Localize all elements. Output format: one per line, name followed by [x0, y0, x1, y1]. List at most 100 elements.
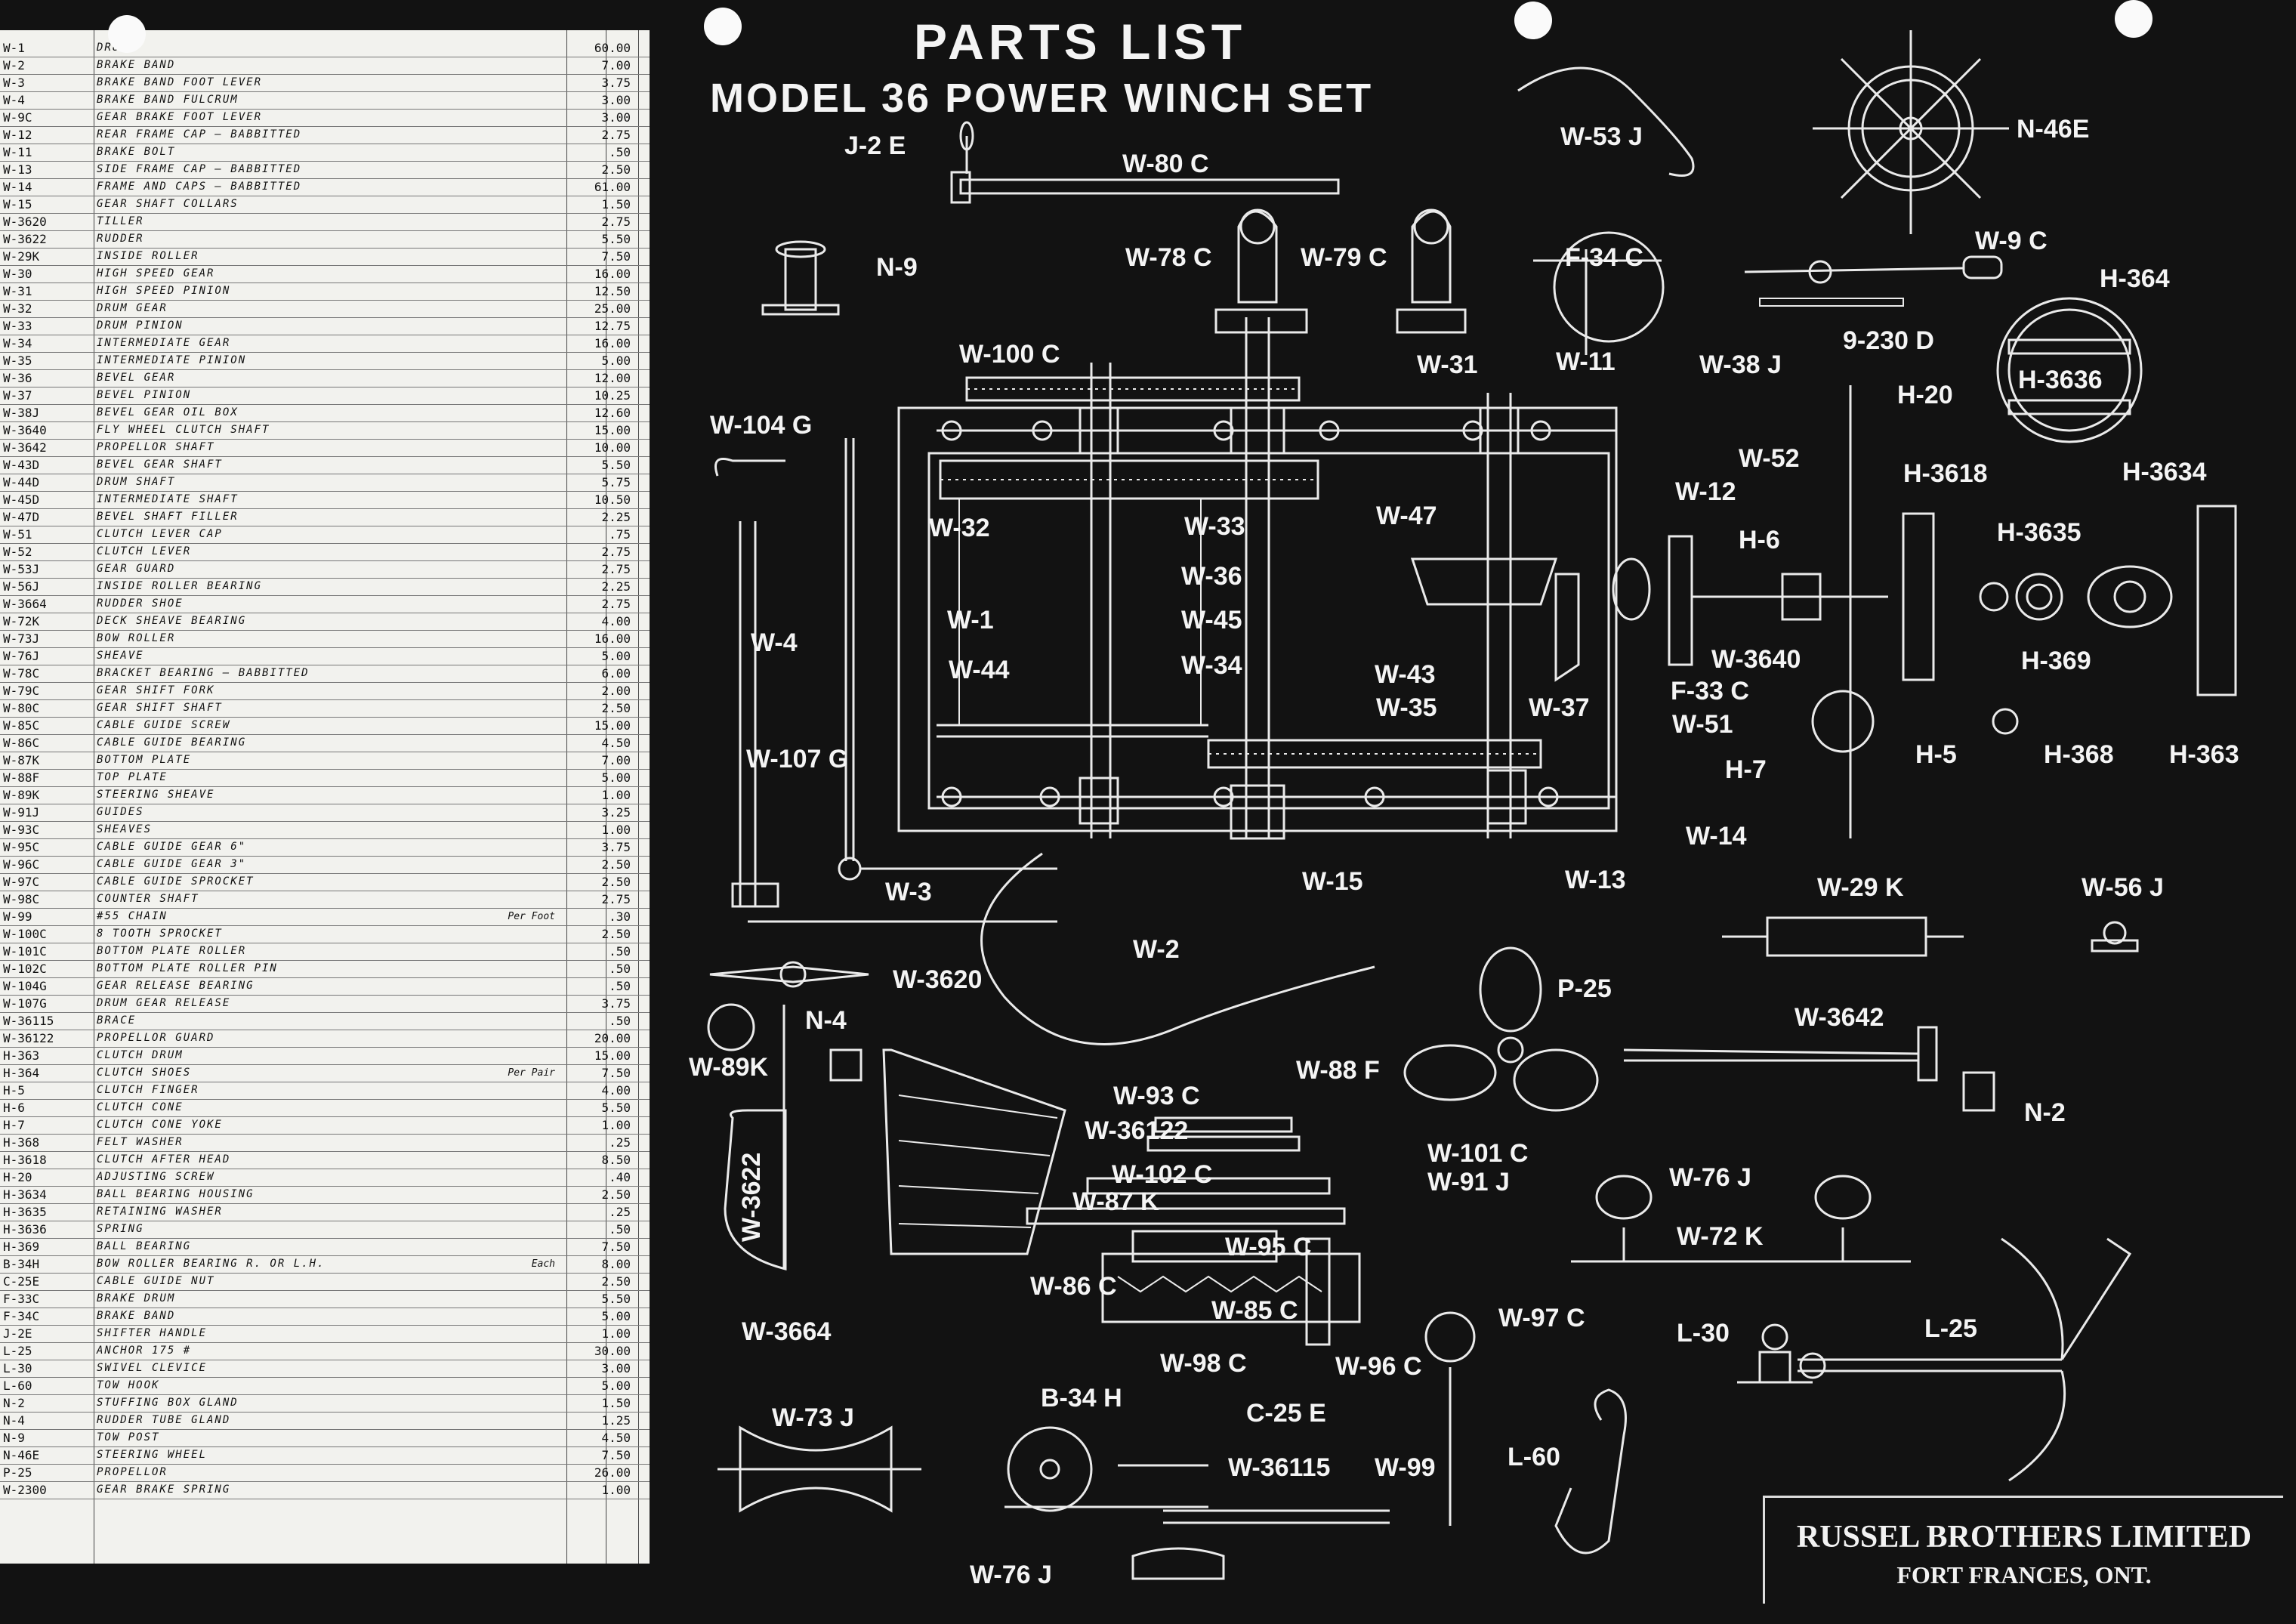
part-price: .30	[609, 909, 631, 924]
part-number: H-3636	[3, 1222, 47, 1237]
label-w-32: W-32	[929, 514, 990, 542]
exploded-diagram: PARTS LIST MODEL 36 POWER WINCH SET	[650, 0, 2296, 1624]
parts-list-row: W-85CCable Guide Screw15.00	[0, 717, 650, 735]
swivel-clevice-drawing	[1737, 1323, 1813, 1384]
label-w-99: W-99	[1375, 1453, 1436, 1482]
part-description: Gear Brake Foot Lever	[97, 111, 263, 123]
anchor-drawing	[1798, 1237, 2132, 1482]
parts-list-row: H-5Clutch Finger4.00	[0, 1082, 650, 1100]
parts-list-row: W-79CGear Shift Fork2.00	[0, 682, 650, 700]
part-price: 1.50	[601, 1396, 631, 1410]
clutch-assembly-drawing	[1612, 385, 2237, 838]
label-w-44: W-44	[949, 656, 1010, 684]
part-description: Drum	[97, 42, 128, 54]
label-h-5: H-5	[1915, 740, 1957, 769]
part-number: W-98C	[3, 892, 40, 906]
part-number: W-86C	[3, 736, 40, 750]
label-w-15: W-15	[1302, 867, 1363, 896]
label-w-56j: W-56 J	[2082, 873, 2164, 902]
part-number: H-7	[3, 1118, 25, 1132]
bow-roller-bearing-drawing	[1004, 1426, 1208, 1512]
label-w-36122: W-36122	[1085, 1116, 1188, 1145]
part-description: Gear Shift Fork	[97, 684, 215, 696]
label-w-93c: W-93 C	[1113, 1082, 1200, 1110]
part-price: .50	[609, 944, 631, 959]
part-number: W-76J	[3, 649, 40, 663]
label-w-33: W-33	[1184, 512, 1245, 541]
label-w-96c: W-96 C	[1335, 1352, 1422, 1381]
part-price: .50	[609, 1222, 631, 1237]
part-price: 15.00	[594, 423, 631, 437]
label-w-89k: W-89K	[689, 1053, 769, 1082]
part-description: Shifter Handle	[97, 1327, 208, 1339]
part-description: Cable Guide Gear 6"	[97, 841, 247, 853]
brake-foot-lever-drawing	[1744, 255, 2003, 284]
part-number: W-2	[3, 58, 25, 73]
parts-list-row: W-76JSheave5.00	[0, 647, 650, 665]
part-number: W-95C	[3, 840, 40, 854]
part-description: Stuffing Box Gland	[97, 1397, 239, 1409]
part-number: H-5	[3, 1083, 25, 1098]
part-description: Cable Guide Nut	[97, 1275, 215, 1287]
label-n-2: N-2	[2024, 1098, 2066, 1127]
part-description: Drum Pinion	[97, 320, 184, 332]
part-price: 5.75	[601, 475, 631, 489]
part-price: 3.75	[601, 76, 631, 90]
label-w-37: W-37	[1529, 693, 1590, 722]
part-price: 61.00	[594, 180, 631, 194]
part-number: W-35	[3, 354, 32, 368]
part-number: W-36	[3, 371, 32, 385]
parts-list-row: W-31High Speed Pinion12.50	[0, 283, 650, 301]
label-h-364: H-364	[2100, 264, 2170, 293]
part-number: W-102C	[3, 962, 47, 976]
part-description: High Speed Pinion	[97, 285, 231, 297]
label-w-36: W-36	[1181, 562, 1242, 591]
part-description: Retaining Washer	[97, 1206, 223, 1218]
parts-list-row: H-363Clutch Drum15.00	[0, 1047, 650, 1065]
part-price: .40	[609, 1170, 631, 1184]
parts-list-row: W-3Brake Band Foot Lever3.75	[0, 74, 650, 92]
bracket-bearing-drawing	[1214, 208, 1467, 334]
part-number: W-73J	[3, 631, 40, 646]
propeller-guard-drawing	[882, 1048, 1066, 1255]
part-number: W-91J	[3, 805, 40, 820]
parts-list-row: W-72KDeck Sheave Bearing4.00	[0, 613, 650, 631]
part-number: W-52	[3, 545, 32, 559]
label-w-31: W-31	[1417, 350, 1478, 379]
part-note: Each	[531, 1258, 555, 1270]
part-number: W-32	[3, 301, 32, 316]
part-number: F-34C	[3, 1309, 40, 1323]
part-description: Drum Gear	[97, 302, 168, 314]
parts-list-row: W-102CBottom Plate Roller Pin.50	[0, 960, 650, 978]
part-description: Bevel Gear	[97, 372, 176, 384]
part-note: Per Pair	[508, 1067, 555, 1079]
part-price: 5.00	[601, 354, 631, 368]
part-number: W-12	[3, 128, 32, 142]
part-description: Cable Guide Screw	[97, 719, 231, 731]
label-w-72k: W-72 K	[1677, 1222, 1764, 1251]
part-price: 4.00	[601, 614, 631, 628]
part-price: 4.00	[601, 1083, 631, 1098]
part-description: Top Plate	[97, 771, 168, 783]
parts-list-row: W-3620Tiller2.75	[0, 213, 650, 231]
part-price: 3.25	[601, 805, 631, 820]
part-description: Inside Roller Bearing	[97, 580, 263, 592]
part-description: Bow Roller	[97, 632, 176, 644]
parts-list-row: W-95CCable Guide Gear 6"3.75	[0, 838, 650, 857]
parts-list-row: W-98CCounter Shaft2.75	[0, 891, 650, 909]
part-number: H-20	[3, 1170, 32, 1184]
label-w-102c: W-102 C	[1112, 1160, 1212, 1189]
part-number: F-33C	[3, 1292, 40, 1306]
part-number: J-2E	[3, 1326, 32, 1341]
part-price: 2.75	[601, 892, 631, 906]
label-9-230d: 9-230 D	[1843, 326, 1934, 355]
part-description: Anchor 175 #	[97, 1345, 192, 1357]
callout-labels: J-2 E W-80 C W-53 J N-46E N-9 W-78 C W-7…	[689, 115, 2239, 1589]
parts-list-row: W-93CSheaves1.00	[0, 821, 650, 839]
label-h-3618: H-3618	[1903, 459, 1988, 488]
part-number: W-38J	[3, 406, 40, 420]
punch-hole	[704, 8, 742, 45]
label-w-36115: W-36115	[1228, 1453, 1330, 1482]
